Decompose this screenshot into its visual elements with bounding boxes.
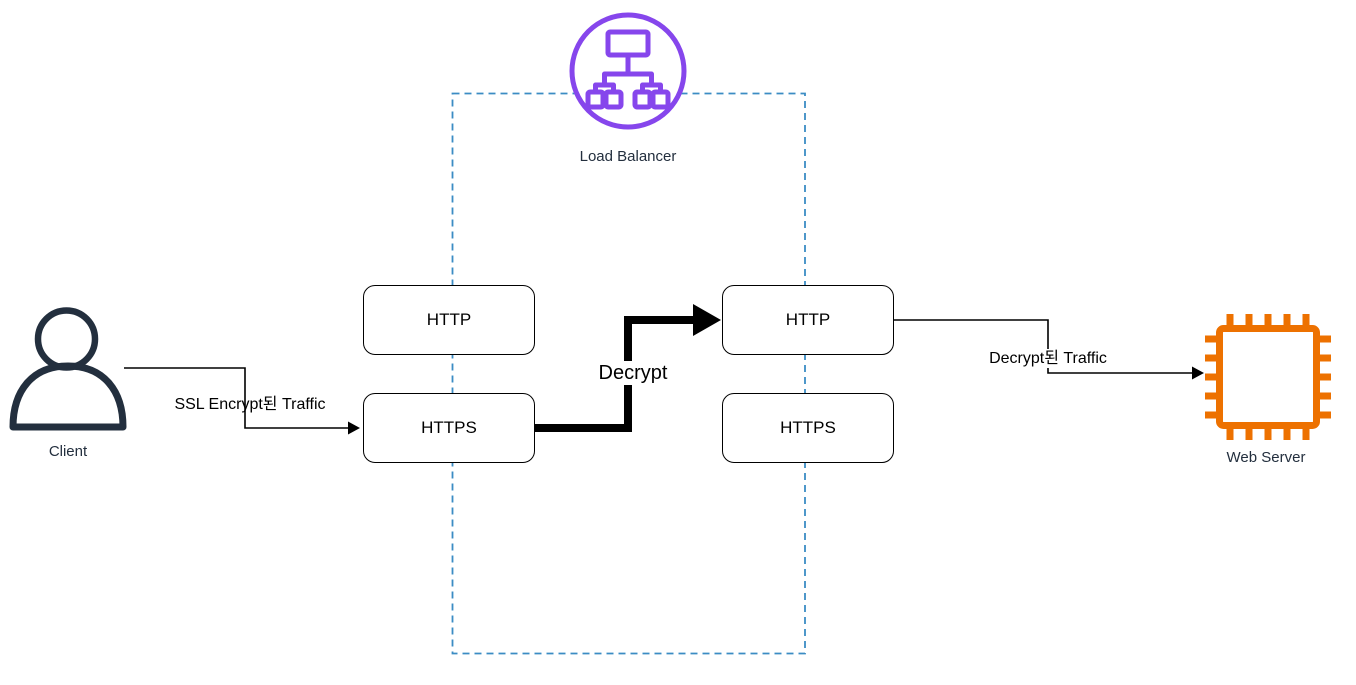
lb-frontend-http-label: HTTP (426, 310, 472, 329)
edge-label-decrypt-text: Decrypt (594, 361, 672, 385)
lb-backend-https-label: HTTPS (780, 418, 836, 437)
lb-frontend-http-box[interactable]: HTTP (363, 285, 535, 355)
client-icon[interactable] (9, 307, 127, 431)
edge-label-ssl-encrypted-traffic: SSL Encrypt된 Traffic (174, 396, 326, 413)
edge-label-decrypted-traffic-text: Decrypt된 Traffic (985, 349, 1111, 368)
load-balancer-caption: Load Balancer (579, 148, 677, 165)
lb-backend-https-box[interactable]: HTTPS (722, 393, 894, 463)
lb-backend-http-box[interactable]: HTTP (722, 285, 894, 355)
client-caption: Client (48, 443, 88, 460)
lb-frontend-https-label: HTTPS (421, 418, 477, 437)
web-server-caption: Web Server (1226, 449, 1306, 466)
lb-frontend-https-box[interactable]: HTTPS (363, 393, 535, 463)
lb-backend-http-label: HTTP (785, 310, 831, 329)
load-balancer-icon[interactable] (569, 12, 687, 130)
edge-label-decrypted-traffic: Decrypt된 Traffic (928, 344, 1168, 368)
edge-label-decrypt: Decrypt (513, 361, 753, 385)
edge-http-to-server (893, 319, 1204, 380)
web-server-icon[interactable] (1205, 314, 1331, 440)
edge-client-to-https (124, 367, 360, 435)
